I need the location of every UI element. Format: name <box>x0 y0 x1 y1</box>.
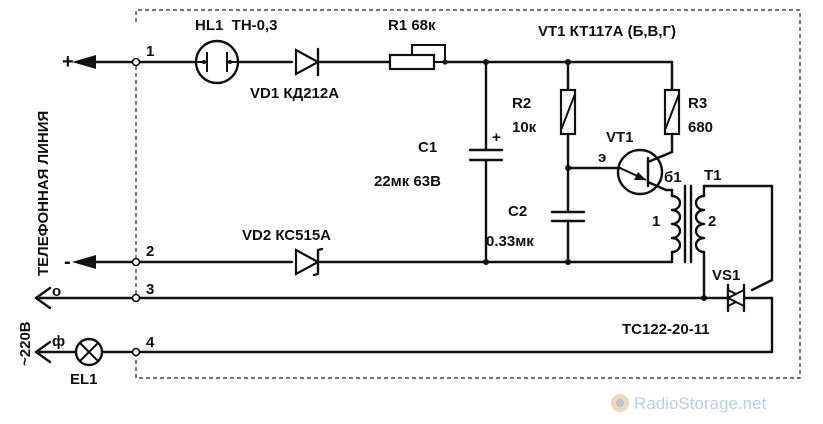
r3-ref-label: R3 <box>688 95 707 112</box>
vt1-header-label: VT1 КТ117А (Б,В,Г) <box>538 23 676 40</box>
phase-wire-label: ф <box>52 333 65 350</box>
neutral-wire-label: о <box>52 283 61 300</box>
terminal-markers <box>131 57 141 357</box>
watermark-text: RadioStorage.net <box>634 394 767 413</box>
c2-value-label: 0.33мк <box>486 233 534 250</box>
t1-winding-1-label: 1 <box>652 213 660 230</box>
vd1-label: VD1 КД212А <box>250 85 339 102</box>
r2-ref-label: R2 <box>512 95 531 112</box>
minus-label: - <box>64 251 71 273</box>
terminal-3-label: 3 <box>146 281 154 298</box>
terminal-1-label: 1 <box>146 43 154 60</box>
vd2-zener-diode-icon <box>294 247 324 277</box>
c2-capacitor-icon <box>550 210 586 223</box>
el1-label: EL1 <box>70 371 98 388</box>
mains-voltage-label: ~220В <box>17 321 34 366</box>
hl1-label: HL1 ТН-0,3 <box>195 17 278 34</box>
r2-c2-branch <box>550 59 586 265</box>
vd2-label: VD2 КС515А <box>242 227 331 244</box>
hl1-neon-lamp-icon <box>194 39 240 85</box>
c1-polarity-label: + <box>492 129 501 146</box>
enclosure-border <box>135 9 801 379</box>
el1-lamp-icon <box>74 337 104 367</box>
r3-value-label: 680 <box>688 119 713 136</box>
terminal-2-line <box>72 255 570 269</box>
t1-ref-label: T1 <box>704 167 722 184</box>
vt1-unijunction-transistor-icon <box>566 148 674 196</box>
vs1-part-label: ТС122-20-11 <box>622 321 710 338</box>
terminal-4-label: 4 <box>146 334 155 351</box>
c2-ref-label: C2 <box>508 203 527 220</box>
vd1-diode-icon <box>294 47 321 77</box>
c1-capacitor-icon <box>468 59 504 265</box>
phone-line-label: ТЕЛЕФОННАЯ ЛИНИЯ <box>35 111 52 276</box>
watermark-logo: RadioStorage.net <box>611 394 767 413</box>
r1-variable-resistor-icon <box>388 44 448 71</box>
terminal-2-label: 2 <box>146 243 154 260</box>
base1-pin-label: б1 <box>664 169 682 186</box>
r1-label: R1 68к <box>388 17 436 34</box>
plus-label: + <box>62 51 74 73</box>
vt1-ref-label: VT1 <box>606 129 634 146</box>
c1-value-label: 22мк 63В <box>374 173 441 190</box>
terminal-1-line <box>72 55 674 92</box>
terminal-4-line <box>34 337 774 367</box>
c1-ref-label: C1 <box>418 139 437 156</box>
r2-resistor-icon <box>559 88 577 136</box>
r2-value-label: 10к <box>512 119 537 136</box>
r3-resistor-icon <box>663 88 681 154</box>
vs1-ref-label: VS1 <box>712 267 740 284</box>
t1-winding-2-label: 2 <box>708 213 716 230</box>
t1-transformer-icon <box>566 184 774 300</box>
terminal-3-line <box>34 286 730 310</box>
emitter-pin-label: э <box>598 149 606 166</box>
